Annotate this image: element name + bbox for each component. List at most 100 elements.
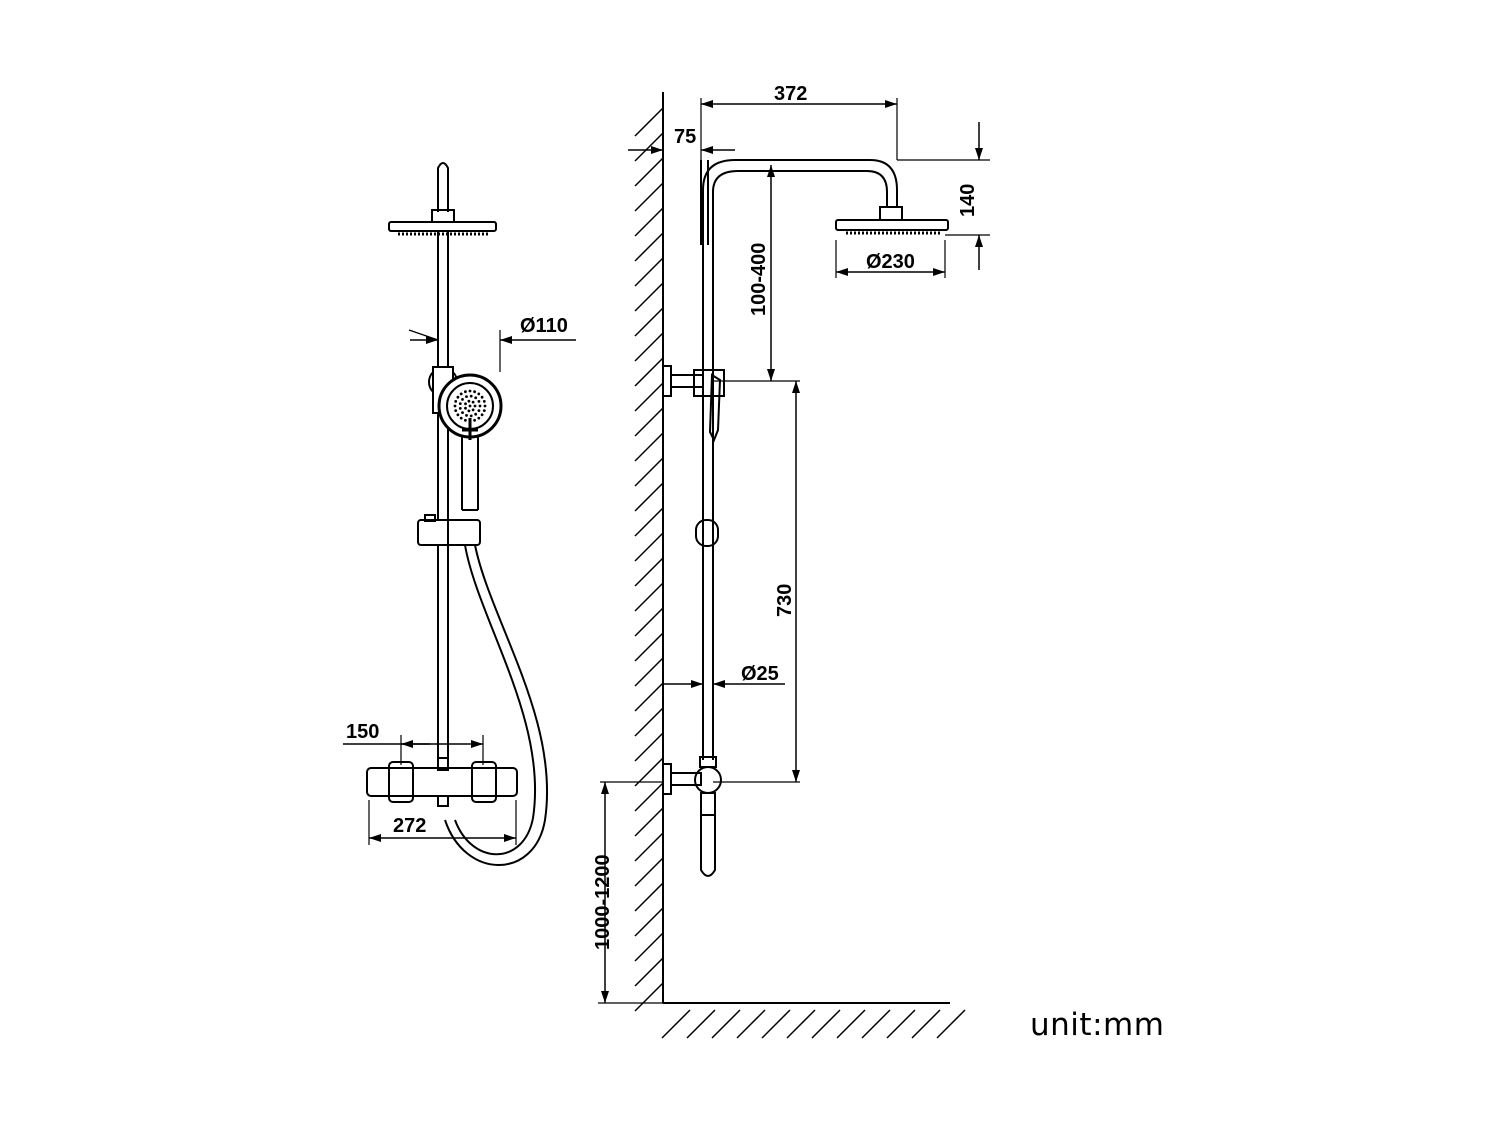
- floor-hatch-line: [711, 1009, 741, 1039]
- side-lower-wall-plate: [662, 763, 672, 795]
- wall-hatch-line: [634, 157, 664, 187]
- front-head-connector: [431, 209, 455, 223]
- side-shower-arm-inner: [712, 170, 888, 207]
- side-upper-wall-plate: [662, 365, 672, 397]
- wall-hatch-line: [634, 532, 664, 562]
- wall-hatch-line: [634, 257, 664, 287]
- wall-hatch-line: [634, 357, 664, 387]
- wall-hatch-line: [634, 182, 664, 212]
- unit-label: unit:mm: [1030, 1007, 1165, 1043]
- side-slider-holder: [695, 519, 719, 547]
- front-hose-inner: [454, 544, 537, 856]
- wall-hatch-line: [634, 982, 664, 1012]
- wall-hatch-line: [634, 457, 664, 487]
- side-upper-bracket-block: [693, 369, 725, 397]
- side-valve-knob: [694, 766, 722, 794]
- nozzle-dot: [474, 396, 478, 400]
- floor-hatch-line: [911, 1009, 941, 1039]
- nozzle-dot: [478, 404, 482, 408]
- nozzle-dot: [464, 390, 467, 394]
- floor-hatch-line: [886, 1009, 916, 1039]
- front-hose-outer: [444, 544, 549, 866]
- wall-hatch-line: [634, 207, 664, 237]
- front-handshower-nozzles: [453, 389, 487, 423]
- wall-hatch-line: [634, 507, 664, 537]
- nozzle-dot: [471, 400, 475, 404]
- side-head-connector: [879, 206, 903, 221]
- wall-hatch-line: [634, 682, 664, 712]
- wall-hatch-line: [634, 932, 664, 962]
- nozzle-dot: [465, 414, 468, 417]
- wall-hatch-line: [634, 307, 664, 337]
- side-valve-bottom-stub: [700, 792, 716, 816]
- floor-hatch-line: [811, 1009, 841, 1039]
- wall-hatch-line: [634, 807, 664, 837]
- dim-label-install-height: 1000-1200: [592, 854, 614, 950]
- wall-hatch-line: [634, 657, 664, 687]
- nozzle-dot: [458, 402, 462, 405]
- wall-hatch-line: [634, 632, 664, 662]
- wall-hatch-line: [634, 232, 664, 262]
- wall-hatch-line: [634, 432, 664, 462]
- dim-label-valve-spacing: 150: [346, 721, 379, 743]
- side-shower-arm-outer: [702, 159, 898, 207]
- dim-label-valve-width: 272: [393, 815, 426, 837]
- nozzle-dot: [468, 389, 472, 393]
- nozzle-dot: [471, 408, 475, 412]
- nozzle-dot: [473, 390, 476, 394]
- wall-hatch-line: [634, 282, 664, 312]
- nozzle-dot: [473, 404, 477, 408]
- wall-hatch-line: [634, 882, 664, 912]
- front-swivel-pipe: [437, 162, 449, 212]
- wall-hatch-line: [634, 607, 664, 637]
- wall-hatch-line: [634, 957, 664, 987]
- dim-label-wall-offset: 75: [674, 126, 696, 148]
- front-valve-outlet: [437, 795, 449, 807]
- nozzle-dot: [477, 409, 481, 412]
- nozzle-dot: [474, 412, 478, 416]
- floor-hatch-line: [661, 1009, 691, 1039]
- wall-hatch-line: [634, 382, 664, 412]
- nozzle-dot: [483, 404, 487, 408]
- nozzle-dot: [458, 407, 462, 410]
- floor-hatch-line: [861, 1009, 891, 1039]
- nozzle-dot: [480, 395, 484, 399]
- floor-hatching: [661, 1009, 966, 1039]
- nozzle-dot: [477, 392, 481, 396]
- nozzle-dot: [469, 394, 473, 398]
- nozzle-dot: [467, 409, 471, 413]
- nozzle-dot: [467, 399, 471, 403]
- front-dimensions: [343, 336, 576, 842]
- nozzle-dot: [464, 402, 467, 406]
- nozzle-dot: [459, 416, 463, 420]
- wall-hatch-line: [634, 132, 664, 162]
- dim-label-rail-diameter: Ø25: [741, 663, 779, 685]
- wall-hatch-line: [634, 732, 664, 762]
- wall-hatch-line: [634, 707, 664, 737]
- nozzle-dot: [456, 413, 460, 417]
- wall-hatch-line: [634, 757, 664, 787]
- wall-hatch-line: [634, 107, 664, 137]
- nozzle-dot: [456, 395, 460, 399]
- nozzle-dot: [454, 400, 458, 403]
- nozzle-dot: [482, 400, 486, 403]
- wall-hatch-line: [634, 832, 664, 862]
- dim-label-head-drop: 140: [957, 184, 979, 217]
- side-diverter-lever: [708, 373, 722, 443]
- dim-label-head-diameter: Ø230: [866, 251, 915, 273]
- front-valve-right-knob: [471, 761, 497, 803]
- nozzle-dot: [469, 414, 473, 418]
- side-valve-top-stub: [699, 756, 717, 768]
- floor-hatch-line: [936, 1009, 966, 1039]
- wall-and-floor: [634, 92, 966, 1039]
- front-view: [366, 162, 549, 866]
- nozzle-dot: [468, 404, 472, 408]
- nozzle-dot: [480, 413, 484, 417]
- wall-hatch-line: [634, 782, 664, 812]
- dim-label-arm-reach: 372: [774, 83, 807, 105]
- floor-hatch-line: [786, 1009, 816, 1039]
- floor-hatch-line: [761, 1009, 791, 1039]
- side-upper-bracket-arm: [670, 374, 704, 388]
- front-rain-head: [388, 221, 497, 232]
